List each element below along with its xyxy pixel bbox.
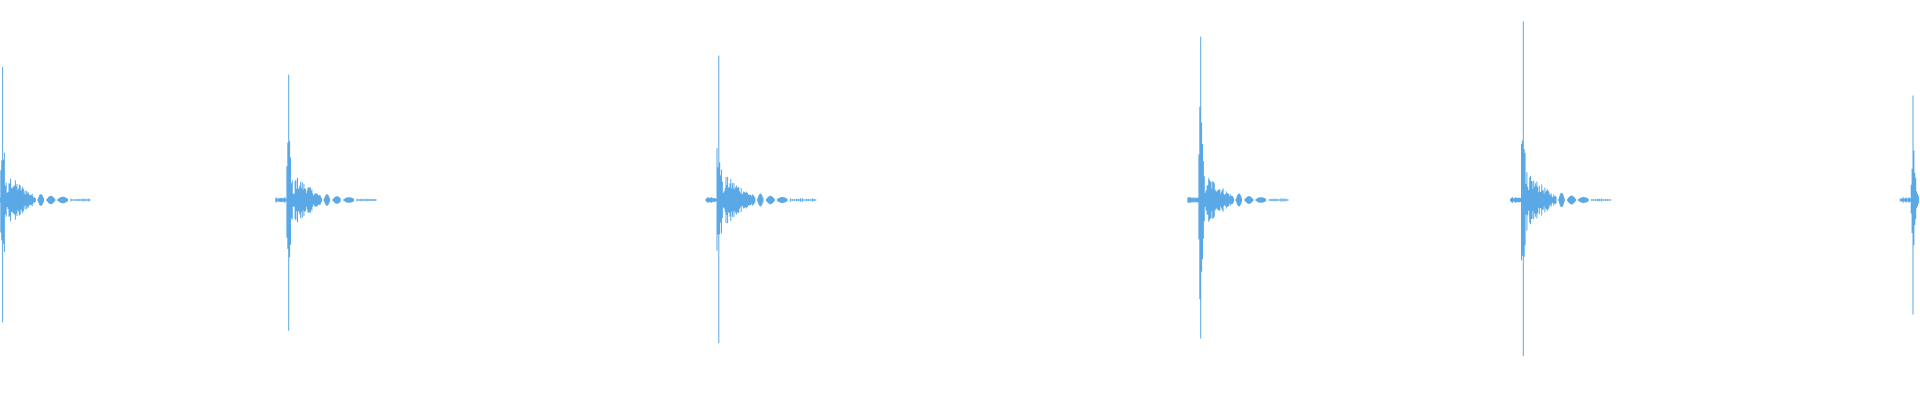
waveform-transient	[1187, 36, 1289, 339]
waveform-transient-path	[275, 74, 377, 331]
waveform-transient-path	[1187, 36, 1289, 339]
waveform-signal	[0, 21, 1919, 357]
waveform-transient	[705, 55, 817, 344]
waveform-transient	[1510, 21, 1612, 357]
waveform-transient-path	[705, 55, 817, 344]
waveform-transient	[275, 74, 377, 331]
waveform-transient-path	[1510, 21, 1612, 357]
waveform-transient	[0, 67, 91, 323]
waveform-transient-path	[0, 67, 91, 323]
waveform-transient-path	[1899, 95, 1919, 315]
waveform-transient	[1899, 95, 1919, 315]
